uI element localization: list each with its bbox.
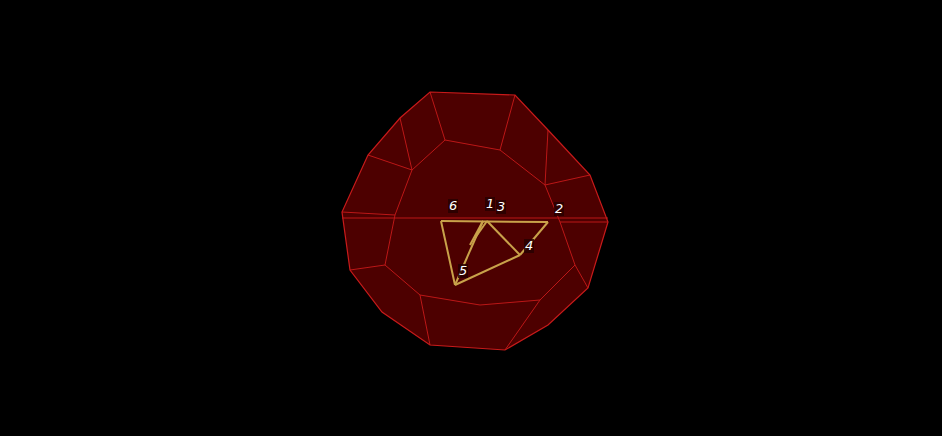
callout-number: 2 (554, 202, 564, 216)
callout-number: 4 (524, 239, 534, 253)
tetrahedron (441, 221, 548, 285)
callout-number: 1 (485, 197, 495, 211)
callout-number: 3 (496, 200, 506, 214)
callout-number: 6 (448, 199, 458, 213)
callout-number: 5 (458, 264, 468, 278)
